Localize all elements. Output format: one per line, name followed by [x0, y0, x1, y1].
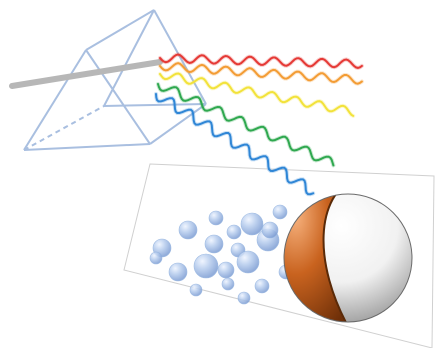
small-particle	[189, 283, 203, 297]
prism-edge	[23, 49, 87, 151]
prism-edge	[23, 143, 151, 151]
small-particle	[208, 210, 224, 226]
prism	[23, 9, 207, 151]
prism-hidden-edge	[23, 105, 105, 151]
prism-edge	[149, 103, 207, 145]
green-wave	[157, 83, 335, 167]
spectrum-waves	[154, 52, 364, 197]
small-particle	[226, 224, 242, 240]
prism-edge	[103, 103, 207, 107]
small-particle	[217, 261, 235, 279]
prism-edge	[153, 9, 207, 105]
red-wave	[159, 53, 363, 69]
small-particle	[237, 291, 251, 305]
prism-edge	[103, 9, 155, 107]
small-particle	[193, 253, 219, 279]
prism-edge	[85, 9, 155, 51]
small-particle	[240, 212, 264, 236]
small-particle	[236, 250, 260, 274]
janus-particle-outline	[283, 193, 413, 323]
blue-wave	[155, 93, 315, 196]
small-particle	[254, 278, 270, 294]
yellow-wave	[159, 72, 355, 117]
small-particle	[272, 204, 288, 220]
small-particle	[149, 251, 163, 265]
small-particle	[261, 221, 279, 239]
prism-edge	[85, 49, 151, 145]
janus-particle-boundary	[322, 194, 356, 322]
small-particle	[178, 220, 198, 240]
incident-light-beam	[9, 59, 163, 89]
orange-wave	[159, 62, 363, 85]
small-particles-group	[149, 204, 309, 305]
small-particle	[221, 277, 235, 291]
small-particle	[168, 262, 188, 282]
small-particle	[204, 234, 224, 254]
